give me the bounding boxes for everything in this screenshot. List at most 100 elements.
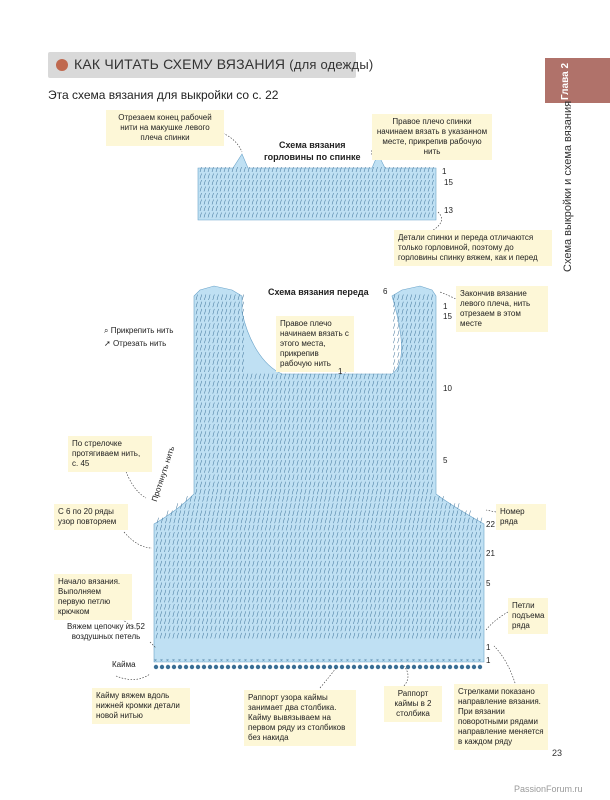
front-stitch (399, 611, 402, 617)
front-stitch (281, 503, 284, 509)
front-stitch (426, 438, 429, 445)
front-stitch (172, 539, 175, 545)
back-stitch (423, 212, 426, 218)
front-stitch (441, 546, 444, 553)
front-stitch (426, 488, 429, 495)
front-stitch (204, 380, 207, 387)
front-stitch (449, 596, 452, 603)
front-stitch (241, 481, 244, 488)
back-stitch (207, 179, 210, 186)
page-number: 23 (552, 748, 563, 758)
front-stitch (197, 632, 200, 639)
front-stitch (393, 467, 396, 473)
front-stitch (294, 582, 297, 589)
front-stitch (424, 589, 427, 596)
front-stitch (418, 416, 421, 423)
front-stitch (283, 438, 286, 445)
front-stitch (288, 395, 291, 401)
front-stitch (346, 431, 349, 437)
back-stitch (287, 199, 290, 205)
front-stitch (355, 467, 358, 473)
front-stitch (267, 388, 270, 394)
front-stitch (359, 373, 362, 380)
front-stitch (359, 510, 362, 517)
back-stitch (239, 179, 242, 186)
back-stitch (415, 186, 418, 192)
front-stitch (414, 323, 417, 329)
front-stitch (222, 560, 225, 567)
front-stitch (422, 467, 425, 473)
front-stitch (237, 308, 240, 315)
front-stitch (206, 539, 209, 545)
front-stitch (195, 380, 198, 387)
back-stitch (223, 166, 226, 173)
front-stitch (458, 632, 461, 639)
front-stitch (256, 589, 259, 596)
border-cross: × (466, 658, 469, 664)
front-stitch (298, 568, 301, 574)
front-stitch (403, 618, 406, 625)
front-stitch (334, 373, 337, 380)
front-stitch (206, 611, 209, 617)
front-stitch (292, 373, 295, 380)
front-stitch (235, 553, 238, 560)
front-stitch (418, 344, 421, 351)
front-stitch (309, 416, 312, 423)
front-stitch (325, 452, 328, 459)
front-stitch (285, 524, 288, 531)
front-stitch (458, 611, 461, 617)
front-stitch (365, 524, 368, 531)
front-stitch (279, 388, 282, 394)
front-stitch (357, 582, 360, 589)
front-stitch (348, 618, 351, 625)
front-stitch (321, 452, 324, 459)
back-stitch (323, 205, 326, 212)
back-stitch (323, 199, 326, 205)
front-stitch (206, 632, 209, 639)
front-stitch (271, 388, 274, 394)
front-stitch (218, 611, 221, 617)
front-stitch (437, 604, 440, 610)
front-stitch (269, 618, 272, 625)
front-stitch (256, 524, 259, 531)
back-stitch (283, 199, 286, 205)
front-stitch (180, 553, 183, 560)
front-stitch (441, 582, 444, 589)
front-stitch (212, 510, 215, 517)
back-stitch (295, 199, 298, 205)
front-stitch (390, 546, 393, 553)
front-stitch (204, 388, 207, 394)
front-stitch (479, 596, 482, 603)
front-stitch (237, 402, 240, 409)
back-stitch (259, 166, 262, 173)
front-stitch (235, 632, 238, 639)
front-stitch (214, 539, 217, 545)
front-stitch (395, 546, 398, 553)
back-stitch (339, 179, 342, 186)
front-stitch (418, 323, 421, 329)
front-stitch (220, 388, 223, 394)
front-stitch (246, 474, 249, 481)
front-stitch (204, 438, 207, 445)
front-stitch (422, 424, 425, 430)
back-stitch (203, 166, 206, 173)
front-stitch (260, 553, 263, 560)
back-stitch (395, 199, 398, 205)
border-cross: × (340, 658, 343, 664)
front-stitch (208, 294, 211, 301)
front-stitch (321, 460, 324, 466)
front-stitch (241, 488, 244, 495)
front-stitch (237, 452, 240, 459)
front-stitch (332, 618, 335, 625)
back-stitch (407, 166, 410, 173)
front-stitch (185, 568, 188, 574)
front-stitch (267, 373, 270, 380)
front-stitch (430, 395, 433, 401)
front-stitch (282, 517, 285, 524)
front-stitch (441, 589, 444, 596)
front-stitch (231, 575, 234, 581)
front-stitch (315, 582, 318, 589)
front-stitch (292, 510, 295, 517)
front-stitch (180, 524, 183, 531)
front-stitch (252, 611, 255, 617)
